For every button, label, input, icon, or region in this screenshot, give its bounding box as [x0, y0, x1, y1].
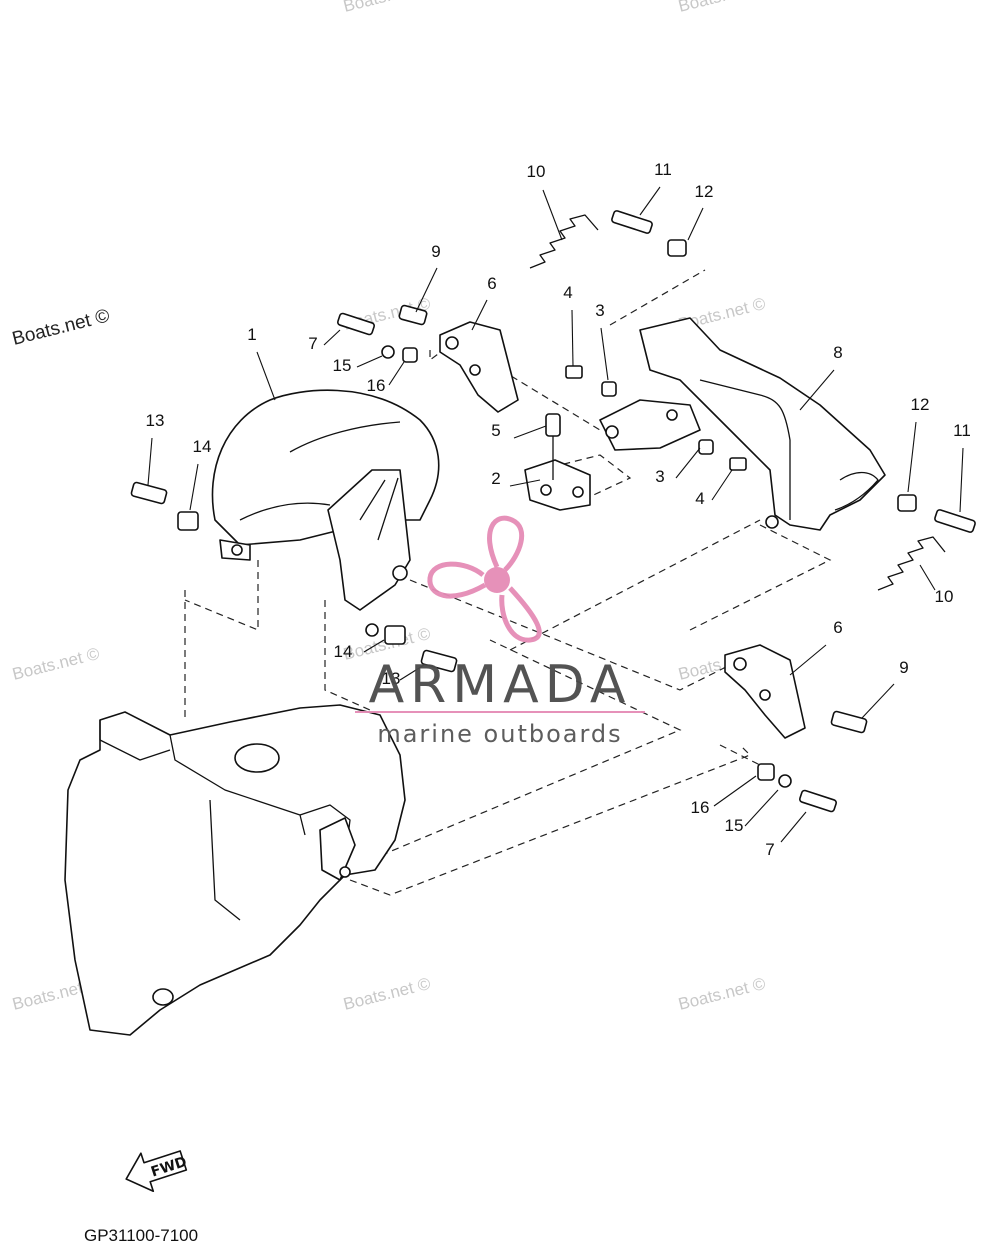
brand-logo: ARMADA marine outboards [355, 515, 645, 748]
callout-p7b: 7 [765, 840, 774, 859]
callout-p12b: 12 [911, 395, 930, 414]
callout-p8: 8 [833, 343, 842, 362]
watermark-2: Boats.net © [10, 305, 112, 349]
callout-p7a: 7 [308, 334, 317, 353]
callout-labels: 1233445667789910101111121213131414151516… [146, 160, 971, 859]
callout-p11b: 11 [953, 421, 971, 440]
callout-p5: 5 [491, 421, 500, 440]
part-spring-upper [529, 214, 599, 269]
part-spring-lower [877, 536, 946, 591]
part-link-arm [599, 399, 701, 451]
watermark-0: Boats.net © [341, 0, 432, 16]
diagram-code: GP31100-7100 [84, 1226, 198, 1245]
callout-p13a: 13 [146, 411, 165, 430]
part-grease-nipple [545, 413, 561, 480]
part-link-plate [524, 459, 591, 511]
part-steering-bracket [639, 317, 886, 531]
callout-p4a: 4 [563, 283, 572, 302]
part-bracket-upper [439, 321, 519, 413]
callout-p12a: 12 [695, 182, 714, 201]
callout-p14a: 14 [193, 437, 212, 456]
fwd-label: FWD [149, 1154, 189, 1181]
callout-p9b: 9 [899, 658, 908, 677]
callout-p10b: 10 [935, 587, 954, 606]
callout-p15b: 15 [725, 816, 744, 835]
callout-p3b: 3 [655, 467, 664, 486]
part-cover-bracket [211, 389, 440, 611]
watermark-9: Boats.net © [341, 974, 432, 1014]
callout-p4b: 4 [695, 489, 704, 508]
callout-p3a: 3 [595, 301, 604, 320]
callout-p6a: 6 [487, 274, 496, 293]
callout-p16b: 16 [691, 798, 710, 817]
callout-p6b: 6 [833, 618, 842, 637]
callout-p14b: 14 [334, 642, 353, 661]
brand-name: ARMADA [369, 655, 632, 715]
callout-p11a: 11 [654, 160, 672, 179]
part-bracket-lower [724, 644, 806, 739]
fwd-arrow-icon: FWD [125, 1150, 189, 1193]
callout-p2: 2 [491, 469, 500, 488]
brand-tagline: marine outboards [377, 720, 622, 748]
callout-leaders [147, 186, 964, 843]
watermark-1: Boats.net © [676, 0, 767, 16]
assembly-lines [184, 269, 832, 896]
callout-p13b: 13 [382, 669, 401, 688]
callout-p1: 1 [247, 325, 256, 344]
callout-p15a: 15 [333, 356, 352, 375]
callout-p10a: 10 [527, 162, 546, 181]
propeller-icon [427, 515, 542, 643]
watermark-5: Boats.net © [10, 644, 101, 684]
callout-p16a: 16 [367, 376, 386, 395]
part-bolts [130, 210, 976, 813]
part-lower-housing [64, 704, 406, 1036]
watermark-10: Boats.net © [676, 974, 767, 1014]
callout-p9a: 9 [431, 242, 440, 261]
